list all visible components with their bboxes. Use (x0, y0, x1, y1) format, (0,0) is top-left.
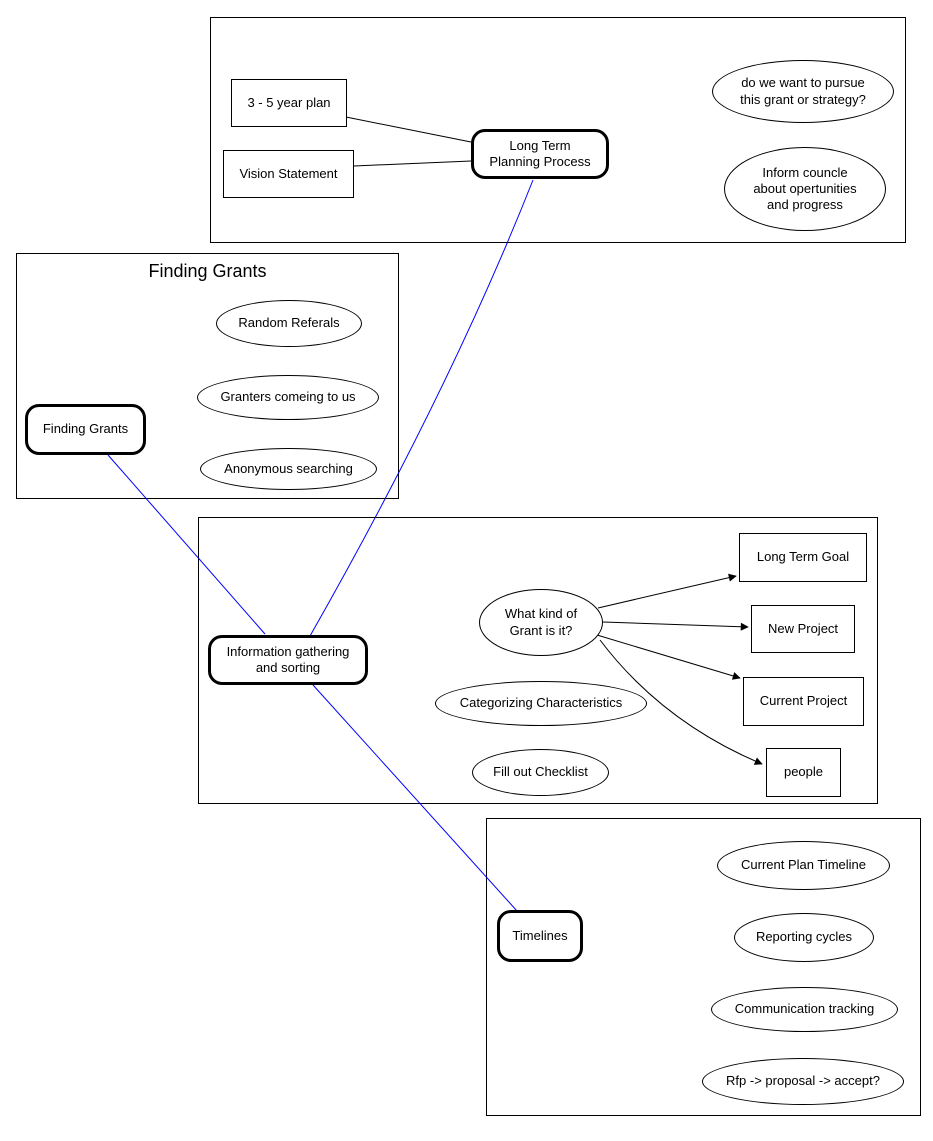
node-inform-council[interactable]: Inform councle about opertunities and pr… (724, 147, 886, 231)
node-timelines[interactable]: Timelines (497, 910, 583, 962)
edge-year-plan-to-planning (345, 116, 472, 143)
node-long-term-goal[interactable]: Long Term Goal (739, 533, 867, 582)
edge-info-gathering-to-timelines (312, 684, 518, 912)
node-categorizing-characteristics[interactable]: Categorizing Characteristics (435, 681, 647, 726)
node-new-project[interactable]: New Project (751, 605, 855, 653)
edge-whatkind-to-people (599, 639, 763, 765)
node-reporting-cycles[interactable]: Reporting cycles (734, 913, 874, 962)
node-current-plan-timeline[interactable]: Current Plan Timeline (717, 841, 890, 890)
node-granters-coming-to-us[interactable]: Granters comeing to us (197, 375, 379, 420)
node-finding-grants[interactable]: Finding Grants (25, 404, 146, 455)
edge-whatkind-to-new-project (602, 621, 749, 631)
node-random-referals[interactable]: Random Referals (216, 300, 362, 347)
node-vision-statement[interactable]: Vision Statement (223, 150, 354, 198)
node-people[interactable]: people (766, 748, 841, 797)
node-anonymous-searching[interactable]: Anonymous searching (200, 448, 377, 490)
node-fill-out-checklist[interactable]: Fill out Checklist (472, 749, 609, 796)
group-finding-grants-box: Finding Grants (16, 253, 399, 499)
node-information-gathering-sorting[interactable]: Information gathering and sorting (208, 635, 368, 685)
node-rfp-proposal-accept[interactable]: Rfp -> proposal -> accept? (702, 1058, 904, 1105)
edge-finding-to-info-gathering (107, 454, 266, 635)
edge-vision-to-planning (353, 160, 472, 167)
node-long-term-planning-process[interactable]: Long Term Planning Process (471, 129, 609, 179)
node-pursue-grant-question[interactable]: do we want to pursue this grant or strat… (712, 60, 894, 123)
edge-planning-to-info-gathering (309, 179, 534, 637)
group-title-finding-grants: Finding Grants (148, 261, 267, 281)
node-communication-tracking[interactable]: Communication tracking (711, 987, 898, 1032)
node-current-project[interactable]: Current Project (743, 677, 864, 726)
edge-whatkind-to-current-project (596, 634, 741, 680)
edge-whatkind-to-long-term-goal (597, 573, 737, 609)
node-what-kind-of-grant[interactable]: What kind of Grant is it? (479, 589, 603, 656)
node-3-5-year-plan[interactable]: 3 - 5 year plan (231, 79, 347, 127)
